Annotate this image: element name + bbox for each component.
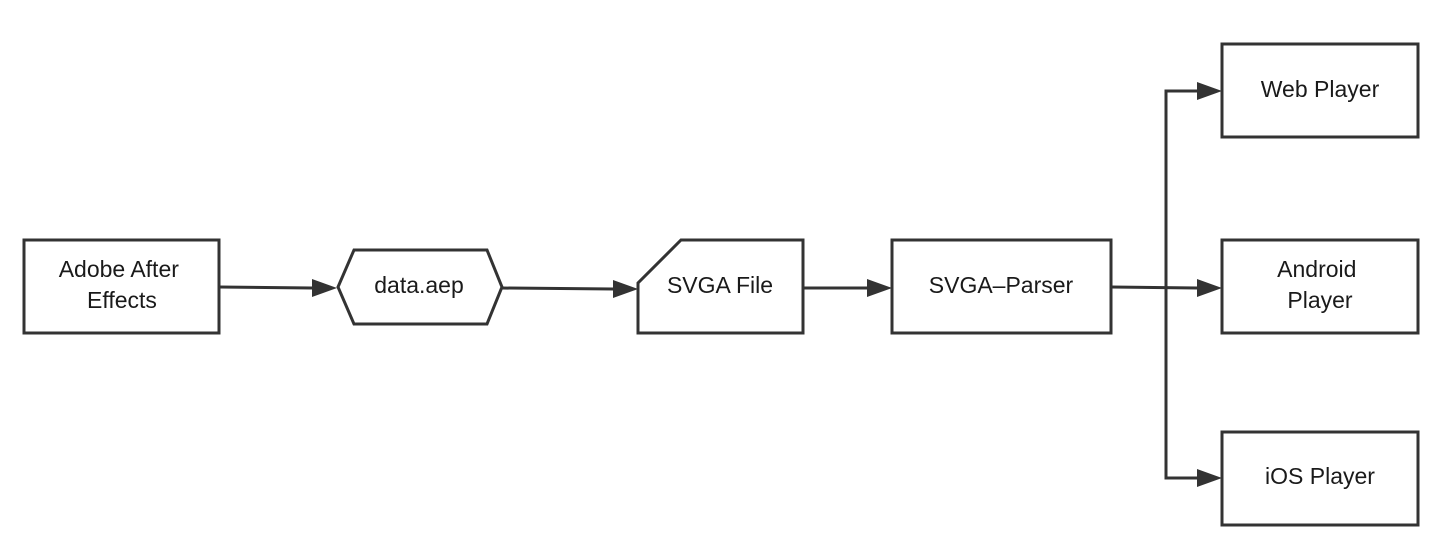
- arrow-head-icon: [1197, 82, 1222, 100]
- edge-svga-parser-to-ios-player: [1164, 288, 1222, 487]
- node-data-aep[interactable]: data.aep: [336, 248, 504, 326]
- edge-data-aep-to-svga-file: [501, 280, 638, 298]
- node-label: data.aep: [374, 272, 464, 298]
- edges: [218, 82, 1222, 487]
- edge-svga-file-to-svga-parser: [803, 279, 892, 297]
- node-svga-file[interactable]: SVGA File: [636, 238, 805, 335]
- node-label-line: Player: [1287, 287, 1353, 313]
- node-label-line: Effects: [87, 287, 157, 313]
- node-svga-parser[interactable]: SVGA–Parser: [890, 238, 1113, 335]
- node-label: SVGA File: [667, 272, 773, 298]
- node-label-line: Adobe After: [59, 256, 180, 282]
- node-android-player[interactable]: Android Player: [1220, 238, 1420, 335]
- node-label-line: Android: [1277, 256, 1356, 282]
- edge-svga-parser-to-web-player: [1164, 82, 1222, 288]
- arrow-head-icon: [867, 279, 892, 297]
- node-label: Adobe After Effects: [59, 256, 186, 313]
- node-web-player[interactable]: Web Player: [1220, 42, 1420, 139]
- edge-after-effects-to-data-aep: [218, 279, 337, 297]
- node-label: SVGA–Parser: [929, 272, 1074, 298]
- edge-svga-parser-to-android-player: [1110, 279, 1222, 297]
- node-label: iOS Player: [1265, 463, 1375, 489]
- arrow-head-icon: [613, 280, 638, 298]
- arrow-head-icon: [1197, 279, 1222, 297]
- arrow-head-icon: [1197, 469, 1222, 487]
- node-label: Android Player: [1277, 256, 1363, 313]
- node-adobe-after-effects[interactable]: Adobe After Effects: [22, 238, 221, 335]
- node-ios-player[interactable]: iOS Player: [1220, 430, 1420, 527]
- node-label: Web Player: [1261, 76, 1380, 102]
- arrow-head-icon: [312, 279, 337, 297]
